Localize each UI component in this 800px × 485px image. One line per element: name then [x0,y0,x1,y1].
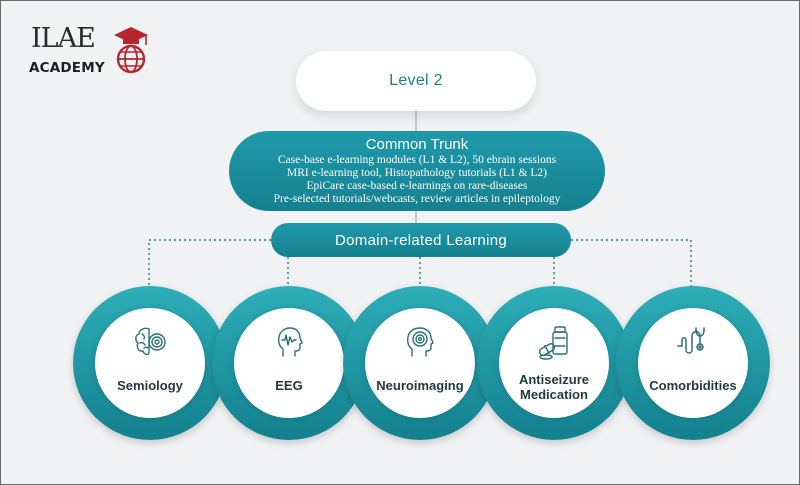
trunk-line: MRI e-learning tool, Histopathology tuto… [287,167,547,179]
domain-label: Semiology [117,378,183,393]
level-pill: Level 2 [296,51,536,111]
common-trunk-box: Common Trunk Case-base e-learning module… [229,131,605,211]
common-trunk-title: Common Trunk [365,136,469,153]
domain-label: Comorbidities [649,378,737,393]
domain-label: EEG [275,378,303,393]
ilae-academy-logo: ILAE ACADEMY [29,23,149,89]
level-label: Level 2 [389,72,443,89]
domain-label-line: Medication [520,387,588,402]
trunk-line: Pre-selected tutorials/webcasts, review … [273,193,561,205]
head-scan-icon [406,327,434,357]
logo-mark: ILAE [31,23,96,54]
domain-label-line: Antiseizure [518,372,590,387]
domain-eeg: EEG [212,286,366,440]
pill-bottle-icon [538,326,568,360]
head-eeg-icon [277,327,303,357]
trunk-line: Case-base e-learning modules (L1 & L2), … [277,154,557,166]
domain-neuroimaging: Neuroimaging [343,286,497,440]
trunk-line: EpiCare case-based e-learnings on rare-d… [306,180,528,192]
domain-semiology: Semiology [73,286,227,440]
domain-related-learning-pill: Domain-related Learning [271,223,571,257]
stethoscope-icon [677,327,705,354]
domain-label: Neuroimaging [376,378,464,393]
graduation-globe-icon [114,27,148,74]
domain-related-learning-label: Domain-related Learning [335,231,507,249]
domain-comorbidities: Comorbidities [616,286,770,440]
logo-subtitle: ACADEMY [29,60,105,76]
domain-antiseizure-medication: Antiseizure Medication [477,286,631,440]
domain-label: Antiseizure Medication [499,372,609,402]
brain-icon [135,327,166,356]
